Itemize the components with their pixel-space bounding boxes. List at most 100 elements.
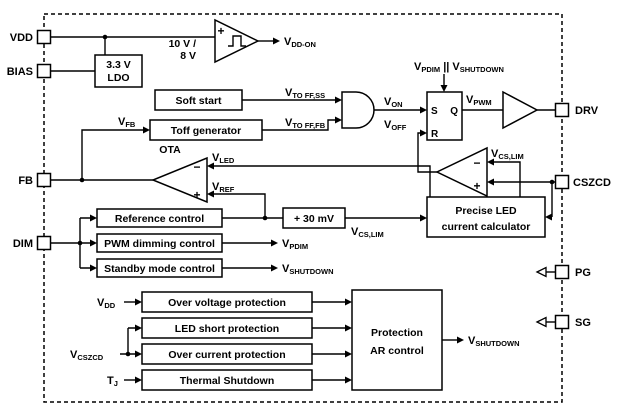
- and-gate: [341, 91, 375, 129]
- signal-vpdim-or-vshutdown: VPDIM || VSHUTDOWN: [414, 61, 504, 74]
- arrowhead: [273, 37, 280, 45]
- junction-vcszcd: [125, 351, 131, 357]
- driver-buffer: [502, 90, 539, 130]
- wire-vled: [214, 165, 431, 197]
- cs-comparator: − +: [435, 146, 488, 198]
- arrowhead: [90, 239, 97, 247]
- block-led-short-protection: LED short protection: [141, 317, 313, 339]
- wires: [50, 36, 556, 381]
- calculator-label-line1: Precise LED: [455, 205, 517, 217]
- arrowhead: [420, 214, 427, 222]
- pin-pg-label: PG: [575, 267, 591, 279]
- arrowhead: [420, 106, 427, 114]
- ota: OTA − +: [151, 144, 208, 204]
- arrowhead: [345, 298, 352, 306]
- vdd-comparator: + 10 V / 8 V: [169, 18, 260, 64]
- arrowhead: [420, 129, 427, 137]
- junction-dots: [77, 34, 555, 357]
- arrowhead: [440, 85, 448, 92]
- threshold-label-line2: 8 V: [180, 50, 196, 62]
- pwm-dimming-control-box: [96, 233, 223, 253]
- wire-dim: [50, 217, 90, 269]
- block-pwm-dimming-control: PWM dimming control: [96, 233, 223, 253]
- arrowhead: [90, 214, 97, 222]
- wire-voff: [417, 132, 437, 173]
- wire-protection-inputs: [312, 301, 345, 381]
- sg-ground-arrow-icon: [535, 316, 547, 328]
- wire-toff-out: [262, 119, 335, 131]
- pins: VDD BIAS FB DIM DRV CSZCD PG SG: [7, 29, 611, 330]
- sr-latch-box: [426, 91, 463, 141]
- pin-pg: [554, 264, 570, 280]
- thermal-shutdown-box: [141, 369, 313, 391]
- cs-comparator-triangle: [435, 146, 488, 198]
- signal-vdd-on: VDD-ON: [284, 36, 316, 49]
- ldo-box: [94, 54, 143, 88]
- arrowhead: [207, 190, 214, 198]
- threshold-label-line1: 10 V /: [169, 38, 197, 50]
- arrowhead: [457, 336, 464, 344]
- pwm-dimming-control-label: PWM dimming control: [104, 238, 215, 250]
- driver-buffer-triangle: [502, 90, 539, 130]
- arrowhead: [487, 178, 494, 186]
- arrowhead: [487, 158, 494, 166]
- arrowhead: [345, 376, 352, 384]
- signal-vcszcd-input: VCSZCD: [70, 349, 104, 362]
- block-over-voltage-protection: Over voltage protection: [141, 291, 313, 313]
- pin-drv-label: DRV: [575, 105, 599, 117]
- wire-vcslim-comp: [494, 161, 521, 197]
- signal-tj: TJ: [107, 375, 118, 388]
- arrowhead: [135, 324, 142, 332]
- block-over-current-protection: Over current protection: [141, 343, 313, 365]
- arrowhead: [545, 213, 552, 221]
- signal-vshutdown-output: VSHUTDOWN: [468, 335, 520, 348]
- wire-vref: [214, 193, 266, 218]
- plus-30mv-label: + 30 mV: [294, 213, 334, 225]
- hysteresis-icon: [228, 35, 246, 47]
- sr-latch: S Q R: [426, 91, 463, 141]
- signal-vdd-input: VDD: [97, 297, 116, 310]
- junction-dim: [77, 240, 83, 246]
- signal-labels: VDD-ON VTO FF,SS VTO FF,FB VFB VON VOFF …: [70, 36, 524, 388]
- pin-vdd-label: VDD: [10, 32, 33, 44]
- signal-vtoff-fb: VTO FF,FB: [285, 117, 326, 130]
- pin-bias: [36, 63, 52, 79]
- precise-led-calculator-box: [426, 196, 546, 238]
- standby-mode-control-label: Standby mode control: [104, 263, 215, 275]
- arrowhead: [335, 116, 342, 124]
- calculator-label-line2: current calculator: [442, 221, 531, 233]
- signal-vtoff-ss: VTO FF,SS: [285, 87, 325, 100]
- signal-vpdim: VPDIM: [282, 238, 308, 251]
- thermal-shutdown-label: Thermal Shutdown: [180, 375, 275, 387]
- pin-drv: [554, 102, 570, 118]
- latch-q-label: Q: [450, 106, 458, 117]
- block-soft-start: Soft start: [154, 89, 243, 111]
- block-standby-mode-control: Standby mode control: [96, 258, 223, 278]
- block-reference-control: Reference control: [96, 208, 223, 228]
- ota-plus-sign: +: [193, 188, 200, 202]
- standby-mode-control-box: [96, 258, 223, 278]
- pin-bias-label: BIAS: [7, 66, 33, 78]
- reference-control-box: [96, 208, 223, 228]
- pin-sg: [554, 314, 570, 330]
- pin-dim-label: DIM: [13, 238, 33, 250]
- protection-ar-control-box: [351, 289, 443, 391]
- signal-vfb: VFB: [118, 116, 136, 129]
- arrowhead: [143, 126, 150, 134]
- signal-vcslim-offset: VCS,LIM: [351, 226, 384, 239]
- cs-minus-sign: −: [473, 156, 480, 170]
- ota-triangle: [151, 156, 208, 204]
- signal-von: VON: [384, 96, 403, 109]
- latch-r-label: R: [431, 129, 439, 140]
- block-ldo: 3.3 V LDO: [94, 54, 143, 88]
- arrowhead: [135, 350, 142, 358]
- led-short-protection-label: LED short protection: [175, 323, 279, 335]
- arrowhead: [90, 264, 97, 272]
- arrowhead: [335, 96, 342, 104]
- ic-boundary: [43, 13, 563, 403]
- pin-vdd: [36, 29, 52, 45]
- signal-voff: VOFF: [384, 119, 407, 132]
- arrowhead: [345, 324, 352, 332]
- block-toff-generator: Toff generator: [149, 119, 263, 141]
- protection-label-line1: Protection: [371, 327, 423, 339]
